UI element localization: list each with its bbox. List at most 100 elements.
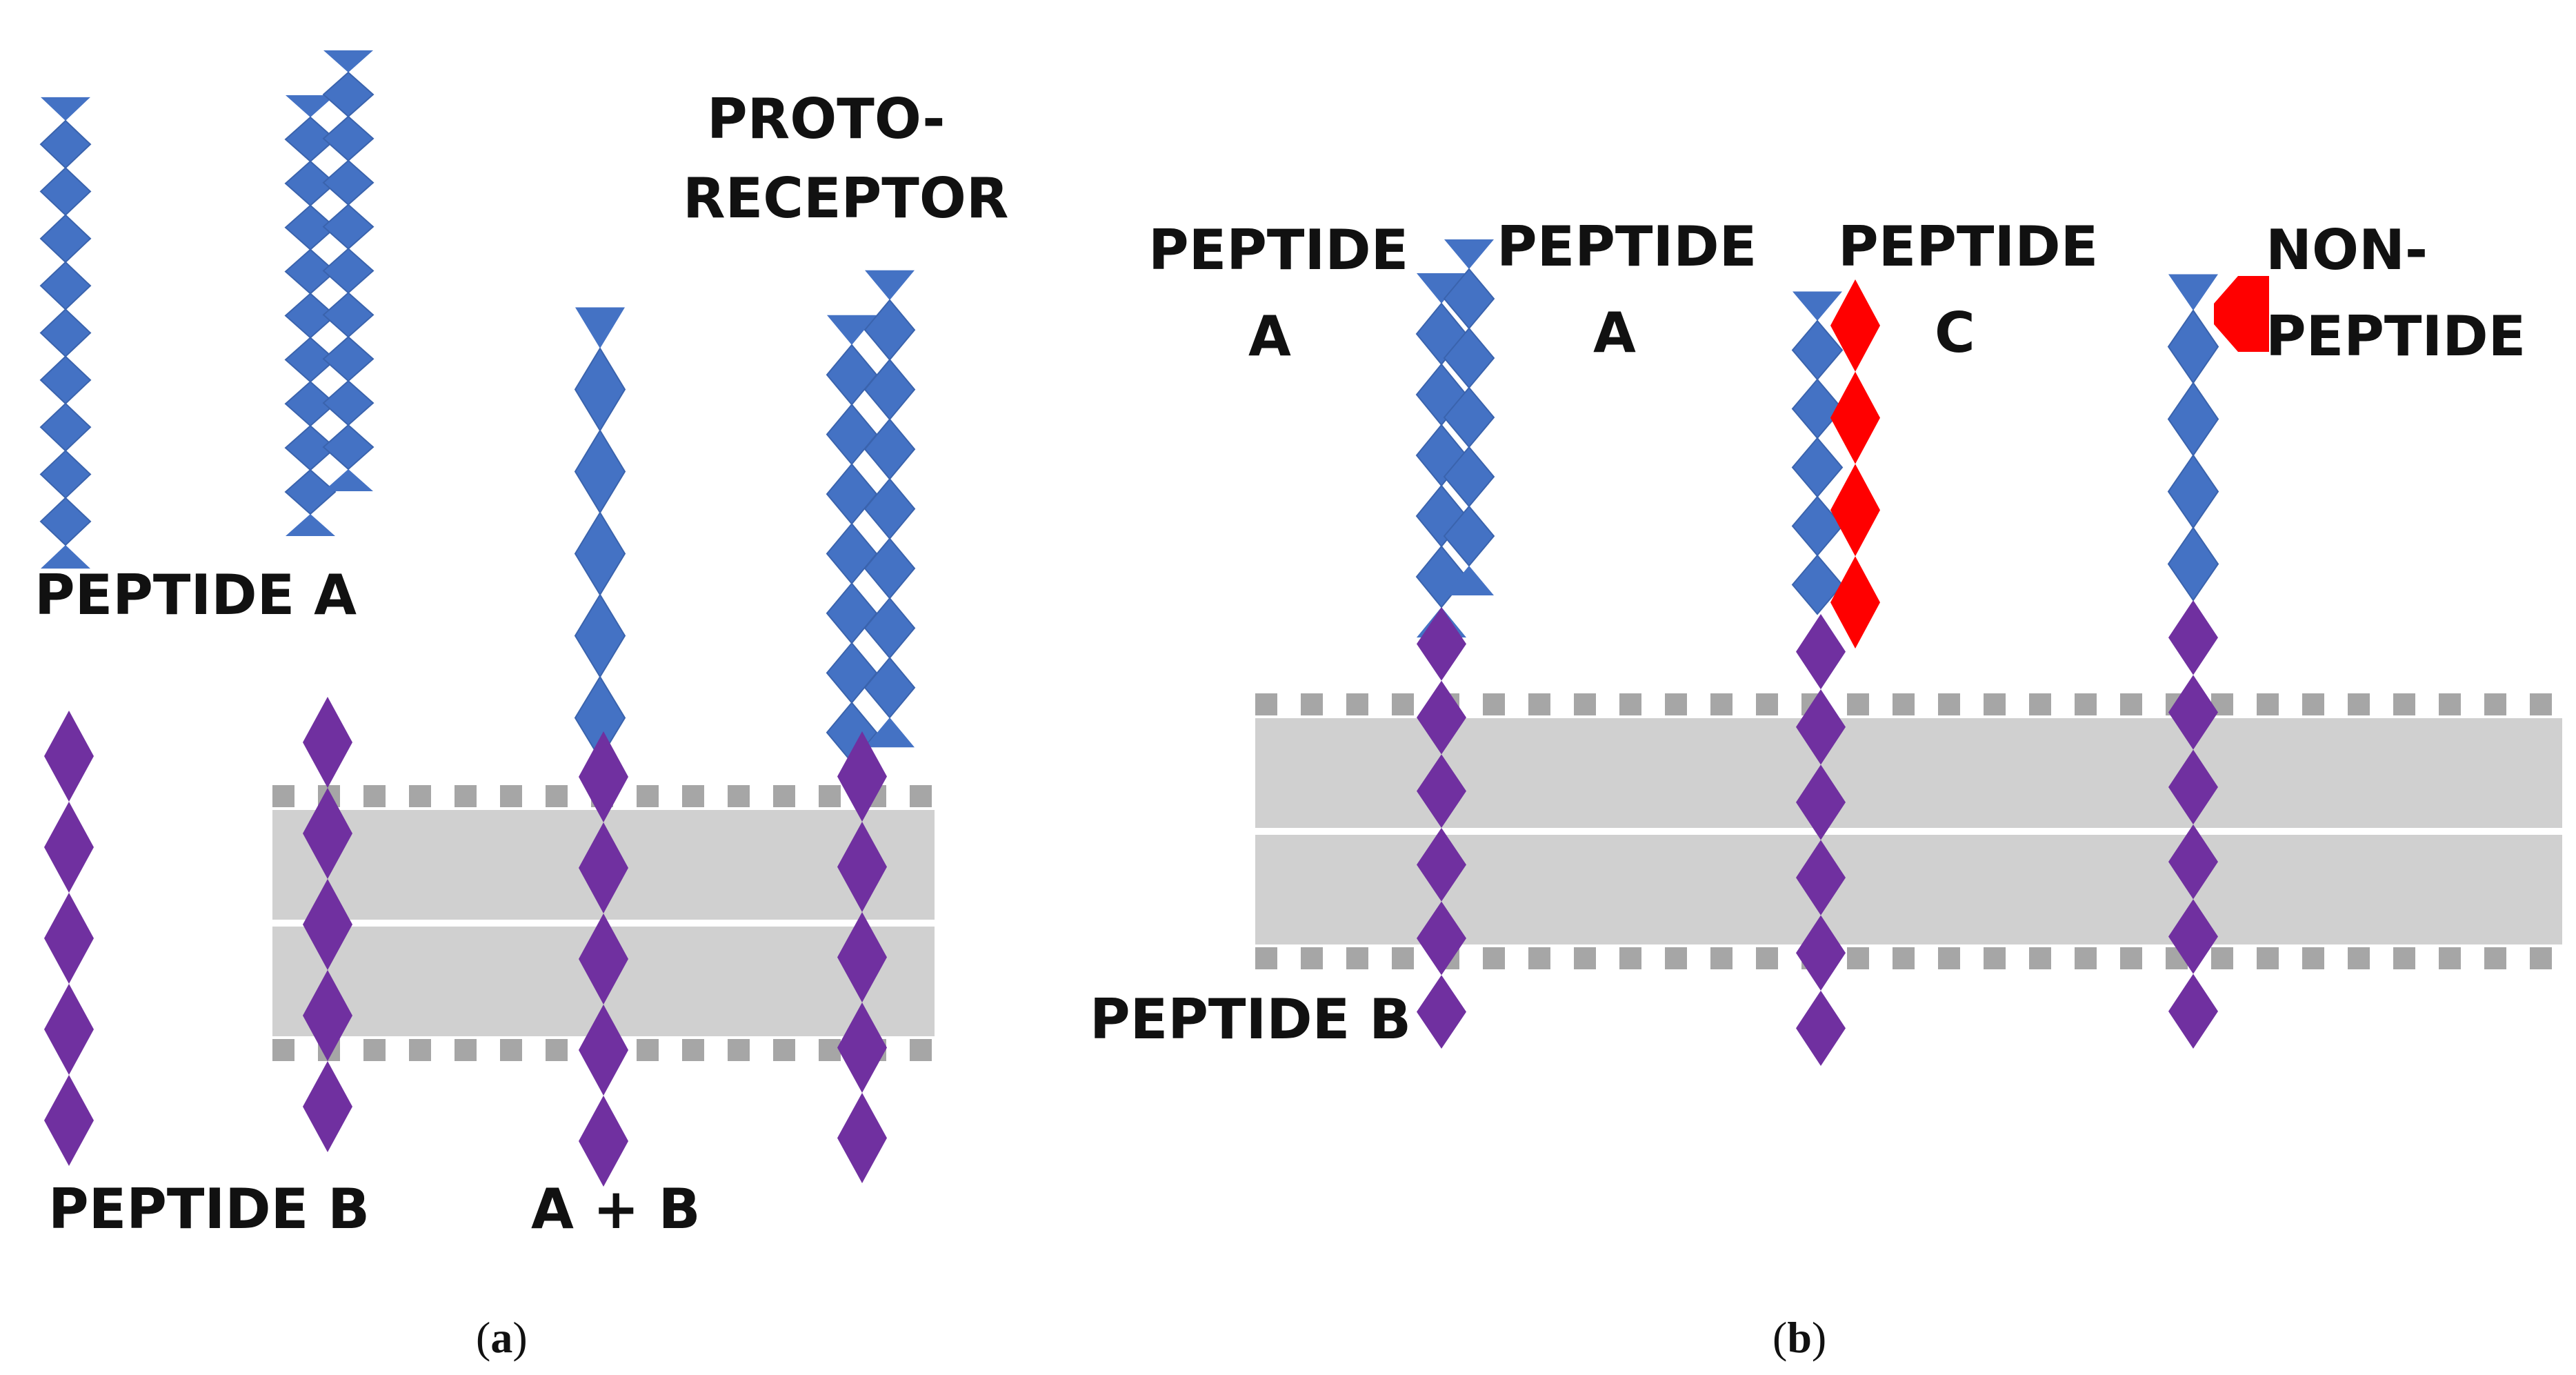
chain-tail — [1444, 566, 1494, 595]
lipid-head — [773, 1039, 795, 1061]
chain-unit — [44, 1075, 94, 1166]
lipid-head — [637, 785, 659, 807]
lipid-head — [682, 1039, 704, 1061]
chain-unit — [39, 497, 92, 546]
lipid-head — [2120, 693, 2142, 715]
chain-unit — [1796, 689, 1846, 765]
lipid-head — [2439, 693, 2461, 715]
lipid-head — [728, 785, 750, 807]
lipid-head — [1756, 947, 1778, 969]
peptide-a-chain-single — [39, 97, 92, 569]
caption-a-letter: a — [490, 1313, 512, 1362]
non-peptide-ligand — [2214, 276, 2269, 352]
chain-unit — [322, 204, 375, 250]
chain-unit — [322, 379, 375, 426]
chain-unit — [39, 214, 92, 264]
lipid-head — [819, 1039, 841, 1061]
label-peptide-a-left-line1: PEPTIDE — [1148, 218, 1408, 282]
chain-unit — [837, 1093, 887, 1183]
peptide-b-chain-inserted — [303, 697, 352, 1152]
chain-unit — [39, 166, 92, 217]
receptor-peptide-a-left — [826, 315, 878, 764]
lipid-head — [1346, 947, 1368, 969]
lipid-head — [773, 785, 795, 807]
chain-unit — [579, 731, 628, 822]
chain-unit — [1796, 840, 1846, 916]
chain-unit — [2168, 824, 2218, 900]
caption-a: (a) — [476, 1313, 528, 1362]
caption-b-open: ( — [1773, 1313, 1787, 1362]
lipid-head — [2302, 947, 2324, 969]
label-peptide-a-left-line2: A — [1248, 304, 1291, 368]
lipid-head — [272, 1039, 294, 1061]
label-peptide-a-right-line1: PEPTIDE — [1497, 215, 1757, 279]
chain-unit — [39, 119, 92, 169]
label-peptide-a: PEPTIDE A — [34, 563, 357, 627]
membrane-panel-b — [1255, 693, 2562, 969]
lipid-head — [2257, 947, 2279, 969]
lipid-head — [2029, 693, 2051, 715]
lipid-head — [1756, 693, 1778, 715]
lipid-head — [272, 785, 294, 807]
chain-unit — [837, 822, 887, 912]
lipid-head — [2530, 693, 2552, 715]
chain-unit — [39, 308, 92, 358]
lipid-head — [2393, 947, 2415, 969]
lipid-head — [1619, 947, 1641, 969]
chain-unit — [863, 299, 916, 361]
chain-unit — [44, 893, 94, 984]
lipid-head — [910, 1039, 932, 1061]
lipid-head — [1346, 693, 1368, 715]
chain-unit — [1830, 464, 1880, 557]
chain-unit — [574, 511, 626, 596]
lipid-head — [1392, 947, 1414, 969]
lipid-head — [1528, 947, 1550, 969]
chain-unit — [1791, 437, 1844, 498]
chain-unit — [39, 261, 92, 310]
caption-a-open: ( — [476, 1313, 490, 1362]
lipid-head — [1847, 947, 1869, 969]
chain-unit — [574, 429, 626, 514]
a-plus-b-peptide-a — [574, 307, 626, 760]
chain-unit — [1415, 545, 1468, 609]
lipid-head — [1984, 947, 2006, 969]
lipid-head — [1483, 693, 1505, 715]
chain-unit — [284, 468, 337, 515]
chain-unit — [1796, 990, 1846, 1066]
lipid-head — [363, 785, 386, 807]
lipid-head — [637, 1039, 659, 1061]
a-plus-b-peptide-b — [579, 731, 628, 1187]
chain-unit — [1796, 614, 1846, 690]
lipid-head — [2075, 693, 2097, 715]
lipid-head — [2211, 947, 2233, 969]
chain-cap — [575, 307, 625, 348]
chain-tail — [323, 469, 373, 491]
chain-cap — [827, 315, 877, 345]
chain-unit — [1417, 975, 1466, 1049]
chain-unit — [574, 593, 626, 678]
caption-a-close: ) — [512, 1313, 527, 1362]
label-proto: PROTO- — [707, 87, 946, 151]
lipid-head — [1710, 693, 1733, 715]
lipid-tail-band — [1255, 835, 2562, 944]
label-peptide-a-right-line2: A — [1593, 301, 1636, 365]
chain-unit — [579, 913, 628, 1005]
lipid-head — [455, 1039, 477, 1061]
chain-unit — [2168, 600, 2218, 675]
b-peptide-b-1 — [1417, 607, 1466, 1049]
peptide-b-chain-free — [44, 711, 94, 1166]
b-peptide-a-with-nonpeptide — [2167, 274, 2219, 602]
label-peptide-b-right: PEPTIDE B — [1090, 987, 1411, 1051]
chain-unit — [579, 1096, 628, 1187]
chain-unit — [1796, 915, 1846, 991]
caption-b-close: ) — [1812, 1313, 1826, 1362]
lipid-head — [2029, 947, 2051, 969]
chain-unit — [322, 424, 375, 471]
lipid-head — [1847, 693, 1869, 715]
chain-unit — [39, 449, 92, 499]
chain-tail — [286, 514, 335, 536]
chain-unit — [303, 697, 352, 788]
chain-unit — [1791, 378, 1844, 439]
chain-unit — [322, 159, 375, 206]
lipid-head — [2075, 947, 2097, 969]
